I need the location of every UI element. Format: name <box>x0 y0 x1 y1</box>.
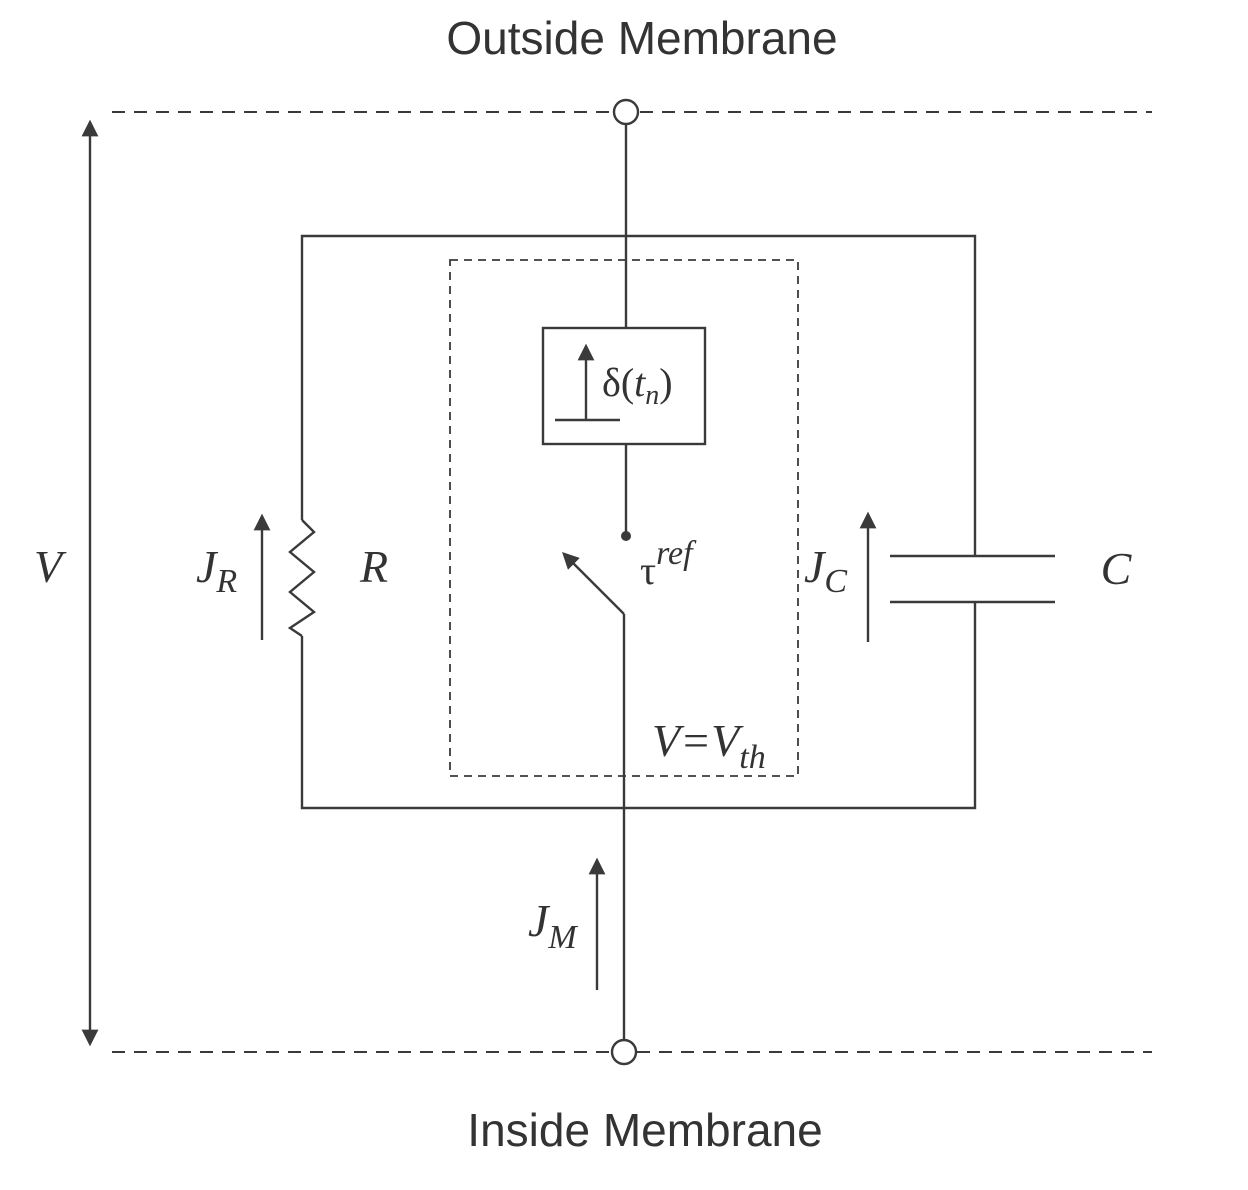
switch-blade <box>562 552 625 615</box>
voltage-label: V <box>34 541 67 592</box>
spike-mechanism-box <box>449 259 799 777</box>
resistor-current-label: JR <box>196 541 237 600</box>
capacitor-current-label: JC <box>804 541 847 600</box>
refractory-period-label: τref <box>640 535 697 593</box>
outside-terminal <box>612 98 640 126</box>
switch-contact <box>621 531 631 541</box>
outside-membrane-label: Outside Membrane <box>446 12 837 64</box>
delta-generator-box <box>541 326 707 446</box>
membrane-current-label: JM <box>528 895 578 956</box>
inside-membrane-label: Inside Membrane <box>467 1104 822 1156</box>
delta-function-label: δ(tn) <box>602 360 673 411</box>
resistor-label: R <box>359 541 388 592</box>
outer-loop-wire <box>300 234 977 810</box>
inside-terminal <box>610 1038 638 1066</box>
threshold-condition-label: V=Vth <box>652 715 766 776</box>
capacitor-label: C <box>1101 543 1133 594</box>
resistor-zigzag <box>287 519 317 637</box>
